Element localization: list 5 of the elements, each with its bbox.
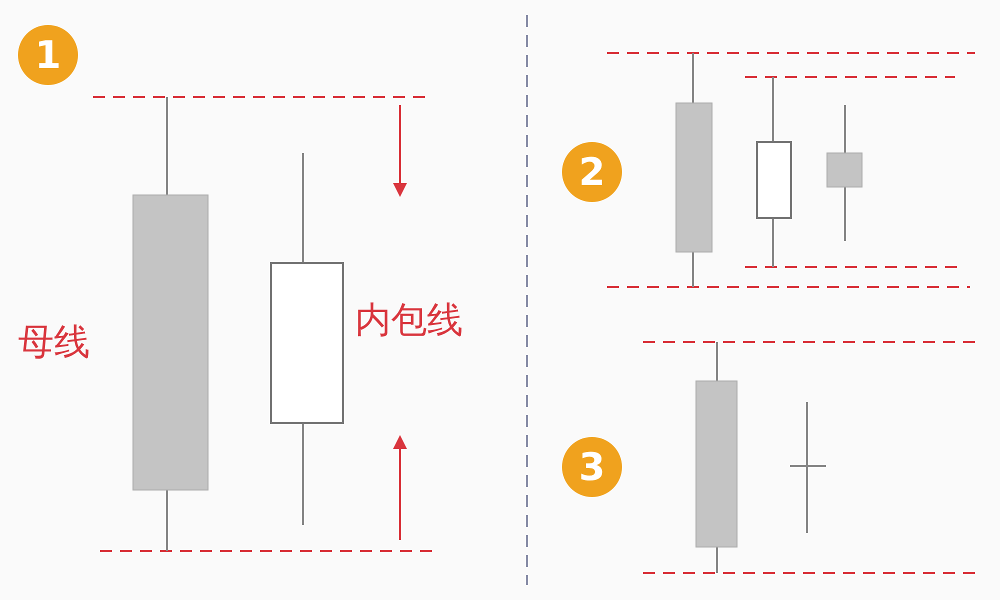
step-number: 1	[18, 25, 78, 85]
candle-label: 母线	[18, 325, 90, 361]
candle-label: 内包线	[355, 303, 463, 339]
step-number: 2	[562, 142, 622, 202]
step-number: 3	[562, 437, 622, 497]
